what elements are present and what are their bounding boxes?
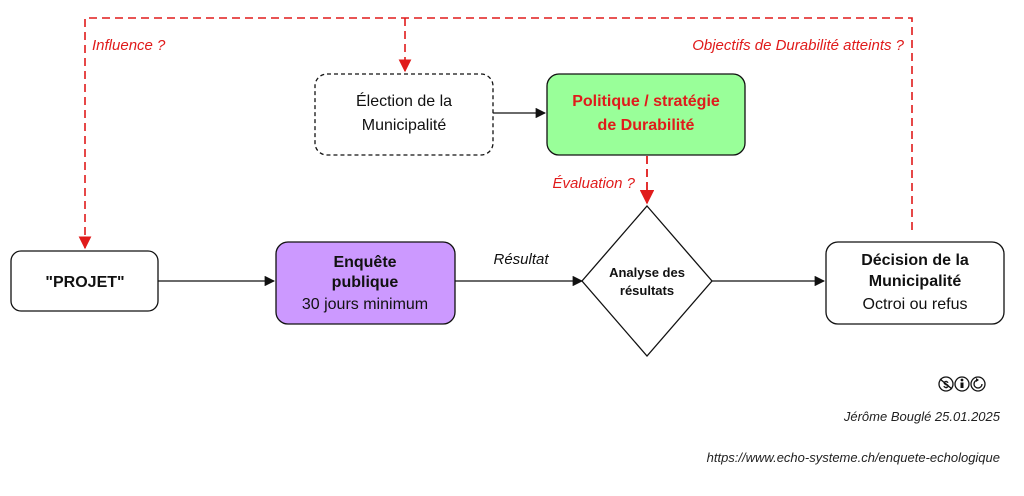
main-flow-arrows: [158, 107, 826, 287]
projet-label: "PROJET": [45, 274, 124, 291]
politique-label-line2: de Durabilité: [598, 117, 695, 134]
enquete-label-line1: Enquête: [333, 254, 396, 271]
footer-author: Jérôme Bouglé 25.01.2025: [843, 409, 1000, 424]
edge-label-evaluation: Évaluation ?: [552, 175, 635, 192]
feedback-loop: [78, 17, 913, 250]
decision-label-line3: Octroi ou refus: [863, 296, 968, 313]
election-label-line2: Municipalité: [362, 117, 447, 134]
node-analyse: Analyse des résultats: [581, 205, 713, 357]
license-icons: $: [938, 376, 986, 392]
edge-label-resultat: Résultat: [493, 251, 549, 268]
analyse-label-line2: résultats: [620, 283, 674, 298]
svg-text:$: $: [943, 380, 949, 391]
node-enquete: Enquête publique 30 jours minimum: [275, 241, 456, 325]
feedback-main-path: [78, 17, 913, 250]
election-label-line1: Élection de la: [356, 91, 452, 110]
edge-label-objectifs: Objectifs de Durabilité atteints ?: [692, 37, 904, 54]
footer-url[interactable]: https://www.echo-systeme.ch/enquete-echo…: [706, 450, 1000, 465]
cc-sa-icon: [970, 376, 986, 392]
node-politique: Politique / stratégie de Durabilité: [546, 73, 746, 156]
edge-label-influence: Influence ?: [92, 37, 166, 54]
node-election: Élection de la Municipalité: [314, 73, 494, 156]
decision-label-line1: Décision de la: [861, 252, 969, 269]
cc-nc-icon: $: [938, 376, 954, 392]
enquete-label-line2: publique: [332, 274, 399, 291]
enquete-label-line3: 30 jours minimum: [302, 296, 428, 313]
analyse-label-line1: Analyse des: [609, 265, 685, 280]
cc-by-icon: [954, 376, 970, 392]
politique-label-line1: Politique / stratégie: [572, 93, 720, 110]
node-projet: "PROJET": [10, 250, 159, 312]
node-decision: Décision de la Municipalité Octroi ou re…: [825, 241, 1005, 325]
decision-label-line2: Municipalité: [869, 273, 962, 290]
